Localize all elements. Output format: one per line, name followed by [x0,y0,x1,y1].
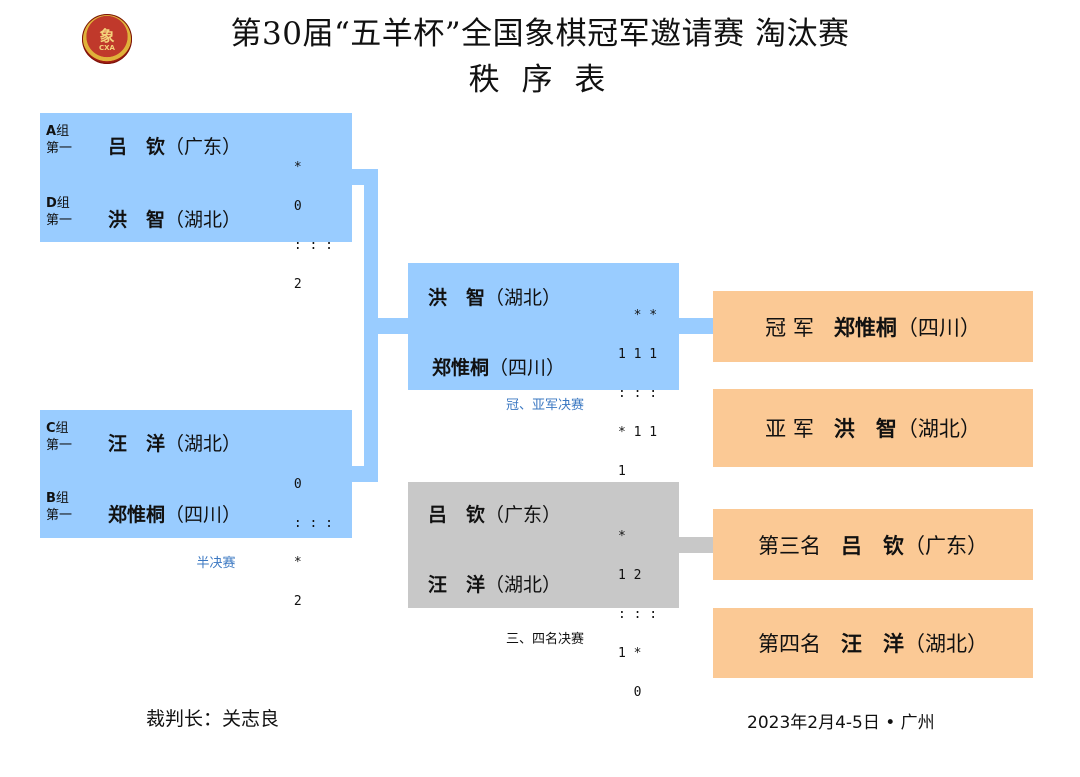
group-suffix: 组 [56,124,70,139]
group-suffix: 组 [55,421,69,436]
group-label: C组 第一 [46,420,72,454]
score-column: * 1 2 : : : 1 * 0 [618,504,657,725]
score-line: 0 [286,199,302,214]
third-place-match-box: 吕 钦（广东） 汪 洋（湖北） * 1 2 : : : 1 * 0 [408,482,679,699]
page-title: 第30届“五羊杯”全国象棋冠军邀请赛 淘汰赛 [230,16,850,52]
score-line: 2 [286,277,302,292]
group-label: A组 第一 [46,123,72,157]
group-rank: 第一 [46,508,73,523]
chief-referee: 裁判长：关志良 [146,708,280,730]
result-fourth: 第四名 汪 洋（湖北） [713,608,1033,678]
score-line: 0 [618,685,642,700]
player-name: 汪 洋 [108,433,166,455]
result-name: 洪 智 [833,416,897,441]
player-province: （四川） [165,504,242,526]
group-suffix: 组 [55,491,69,506]
result-champion: 冠 军 郑惟桐（四川） [713,291,1033,362]
player-province: （湖北） [485,287,562,309]
semifinal-match-1-box: A组 第一 吕 钦（广东） D组 第一 洪 智（湖北） * 0 : : : 2 [40,113,352,291]
score-column: 0 : : : * 2 [286,452,333,634]
group-letter: C [46,421,56,436]
score-line: : : : [286,516,333,531]
bracket-connector [679,318,713,334]
score-line: * * [618,308,658,323]
player-entry: 洪 智（湖北） [428,283,561,310]
player-province: （广东） [485,504,562,526]
result-third: 第三名 吕 钦（广东） [713,509,1033,580]
player-name: 洪 智 [428,287,486,309]
result-name: 吕 钦 [841,532,905,558]
score-line: 1 [618,464,626,479]
score-column: * 0 : : : 2 [286,135,333,317]
player-name: 吕 钦 [108,136,166,158]
result-province: （广东） [904,533,989,558]
player-entry: 汪 洋（湖北） [428,570,561,597]
logo-abbr: CXA [99,44,115,52]
score-line: 2 [286,594,302,609]
score-line: * 1 1 [618,425,658,440]
result-province: （四川） [896,315,981,340]
final-match-box: 洪 智（湖北） 郑惟桐（四川） * * 1 1 1 : : : * 1 1 1 [408,263,679,478]
score-line: : : : [286,238,333,253]
group-suffix: 组 [56,196,70,211]
group-letter: A [46,124,57,139]
player-name: 汪 洋 [428,574,486,596]
date-place: 2023年2月4-5日 • 广州 [747,713,935,733]
result-runner-up: 亚 军 洪 智（湖北） [713,389,1033,467]
player-province: （四川） [489,357,566,379]
third-place-caption: 三、四名决赛 [505,632,584,647]
player-entry: 吕 钦（广东） [428,500,561,527]
score-line: 1 2 [618,568,642,583]
result-title: 亚 军 [765,417,814,441]
bracket-connector [679,537,713,553]
result-name: 郑惟桐 [833,314,897,340]
player-name: 郑惟桐 [432,357,490,379]
group-rank: 第一 [46,438,73,453]
player-entry: 汪 洋（湖北） [108,429,241,456]
player-province: （湖北） [165,433,242,455]
player-name: 郑惟桐 [108,504,166,526]
score-line: 1 1 1 [618,347,658,362]
player-name: 洪 智 [108,209,166,231]
score-line: * [286,160,302,175]
result-title: 第三名 [757,533,821,558]
score-line: 1 * [618,646,642,661]
player-name: 吕 钦 [428,504,486,526]
player-province: （湖北） [165,209,242,231]
final-caption: 冠、亚军决赛 [505,398,584,413]
player-entry: 郑惟桐（四川） [108,500,241,527]
logo-glyph: 象 [99,27,115,45]
bracket-connector [364,318,408,334]
score-line: * [618,529,626,544]
group-letter: B [46,491,56,506]
group-rank: 第一 [46,213,73,228]
result-province: （湖北） [904,632,989,656]
result-title: 第四名 [757,632,821,656]
semifinal-match-2-box: C组 第一 汪 洋（湖北） B组 第一 郑惟桐（四川） 0 : : : * 2 [40,410,352,608]
result-name: 汪 洋 [841,631,905,656]
score-line: 0 [286,477,302,492]
result-province: （湖北） [896,417,981,441]
player-province: （湖北） [485,574,562,596]
page-subtitle: 秩 序 表 [468,62,612,98]
score-column: * * 1 1 1 : : : * 1 1 1 [618,283,657,504]
group-label: B组 第一 [46,490,72,524]
group-letter: D [46,196,57,211]
semifinal-caption: 半决赛 [196,556,236,571]
player-entry: 吕 钦（广东） [108,132,241,159]
score-line: : : : [618,607,658,622]
score-line: : : : [618,386,658,401]
player-province: （广东） [165,136,242,158]
group-label: D组 第一 [46,195,72,229]
player-entry: 郑惟桐（四川） [432,353,565,380]
result-title: 冠 军 [765,315,814,340]
player-entry: 洪 智（湖北） [108,205,241,232]
group-rank: 第一 [46,141,73,156]
score-line: * [286,555,302,570]
cxa-logo-icon: 象 CXA [82,14,132,64]
